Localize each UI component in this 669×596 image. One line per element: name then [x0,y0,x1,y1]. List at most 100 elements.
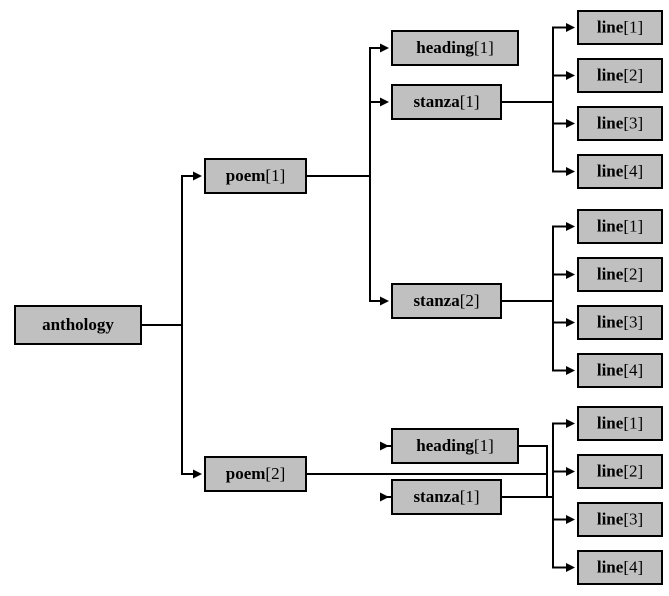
edge-arrowhead-icon [193,171,202,181]
edge-arrowhead-icon [566,23,575,32]
tree-node-s1_line4[interactable]: line[4] [577,154,663,189]
node-box[interactable] [204,456,307,492]
node-box[interactable] [391,30,519,66]
node-box[interactable] [391,428,519,464]
node-box[interactable] [577,550,663,585]
node-label: line[2] [597,264,643,283]
tree-node-s1_line1[interactable]: line[1] [577,10,663,45]
edge-arrowhead-icon [566,222,575,231]
node-box[interactable] [577,154,663,189]
edge-arrowhead-icon [380,492,389,502]
node-label-index: [1] [474,38,494,57]
node-box[interactable] [577,106,663,141]
node-label-base: line [597,161,624,180]
node-box[interactable] [577,502,663,537]
tree-node-p1_stanza2[interactable]: stanza[2] [391,283,502,319]
edge-arrowhead-icon [566,515,575,524]
node-label: line[4] [597,557,643,576]
node-box[interactable] [577,353,663,388]
edge-arrowhead-icon [380,296,389,306]
node-box[interactable] [577,257,663,292]
tree-node-s2_line2[interactable]: line[2] [577,257,663,292]
node-box[interactable] [391,283,502,319]
node-label-index: [1] [623,216,643,235]
edge-path [307,175,380,302]
edge-arrowhead-icon [566,71,575,80]
node-label-index: [4] [623,161,643,180]
edge-arrowhead-icon [380,441,389,451]
node-box[interactable] [577,406,663,441]
edge-arrowhead-icon [193,469,202,479]
node-label-base: line [597,360,624,379]
node-label-index: [1] [623,17,643,36]
node-label: stanza[1] [413,487,479,506]
tree-node-p2_heading1[interactable]: heading[1] [391,428,519,464]
node-label: poem[2] [226,464,286,483]
edge-arrowhead-icon [566,419,575,428]
tree-node-s3_line2[interactable]: line[2] [577,454,663,489]
tree-node-p1_stanza1[interactable]: stanza[1] [391,84,502,120]
edge-arrowhead-icon [566,119,575,128]
node-box[interactable] [204,158,307,194]
node-label-index: [1] [265,166,285,185]
tree-node-s2_line4[interactable]: line[4] [577,353,663,388]
tree-node-p2_stanza1[interactable]: stanza[1] [391,479,502,515]
edge-path [502,300,566,372]
node-label-base: stanza [413,92,460,111]
tree-node-p1_heading1[interactable]: heading[1] [391,30,519,66]
tree-node-s3_line1[interactable]: line[1] [577,406,663,441]
node-label-index: [1] [460,487,480,506]
tree-node-s1_line3[interactable]: line[3] [577,106,663,141]
node-label: anthology [42,315,114,334]
node-label-base: line [597,216,624,235]
node-label-index: [2] [623,65,643,84]
node-label-base: line [597,17,624,36]
edge-arrowhead-icon [566,167,575,176]
node-label: line[1] [597,413,643,432]
edge-path [142,324,193,475]
node-label: stanza[1] [413,92,479,111]
node-box[interactable] [391,84,502,120]
edge-arrowhead-icon [566,366,575,375]
node-label: line[3] [597,113,643,132]
edge-arrowhead-icon [566,563,575,572]
node-label: poem[1] [226,166,286,185]
tree-node-s1_line2[interactable]: line[2] [577,58,663,93]
tree-node-poem1[interactable]: poem[1] [204,158,307,194]
node-label: line[1] [597,17,643,36]
nodes-layer: anthologypoem[1]poem[2]heading[1]stanza[… [14,10,663,585]
tree-node-s3_line4[interactable]: line[4] [577,550,663,585]
edge-p1_stanza1-to-s1_line4 [502,101,575,176]
edge-p1_stanza2-to-s2_line4 [502,300,575,375]
node-label: line[2] [597,65,643,84]
node-label-base: stanza [413,291,460,310]
tree-node-anthology[interactable]: anthology [14,305,142,345]
node-label: heading[1] [416,38,493,57]
edge-p2_stanza1-to-s3_line4 [502,496,575,572]
node-label: line[2] [597,461,643,480]
node-label: heading[1] [416,436,493,455]
node-label: stanza[2] [413,291,479,310]
node-label-index: [3] [623,509,643,528]
node-label: line[4] [597,161,643,180]
node-label-index: [2] [623,461,643,480]
node-label-index: [2] [265,464,285,483]
tree-node-s2_line1[interactable]: line[1] [577,209,663,244]
node-box[interactable] [577,209,663,244]
node-label: line[3] [597,312,643,331]
tree-node-s2_line3[interactable]: line[3] [577,305,663,340]
node-box[interactable] [577,454,663,489]
node-label-index: [1] [623,413,643,432]
node-box[interactable] [577,58,663,93]
node-box[interactable] [391,479,502,515]
node-label-base: line [597,65,624,84]
tree-node-s3_line3[interactable]: line[3] [577,502,663,537]
node-box[interactable] [577,305,663,340]
node-box[interactable] [577,10,663,45]
node-label-index: [3] [623,113,643,132]
tree-node-poem2[interactable]: poem[2] [204,456,307,492]
node-label-index: [4] [623,557,643,576]
node-box[interactable] [14,305,142,345]
edge-poem1-to-p1_stanza2 [307,175,389,306]
